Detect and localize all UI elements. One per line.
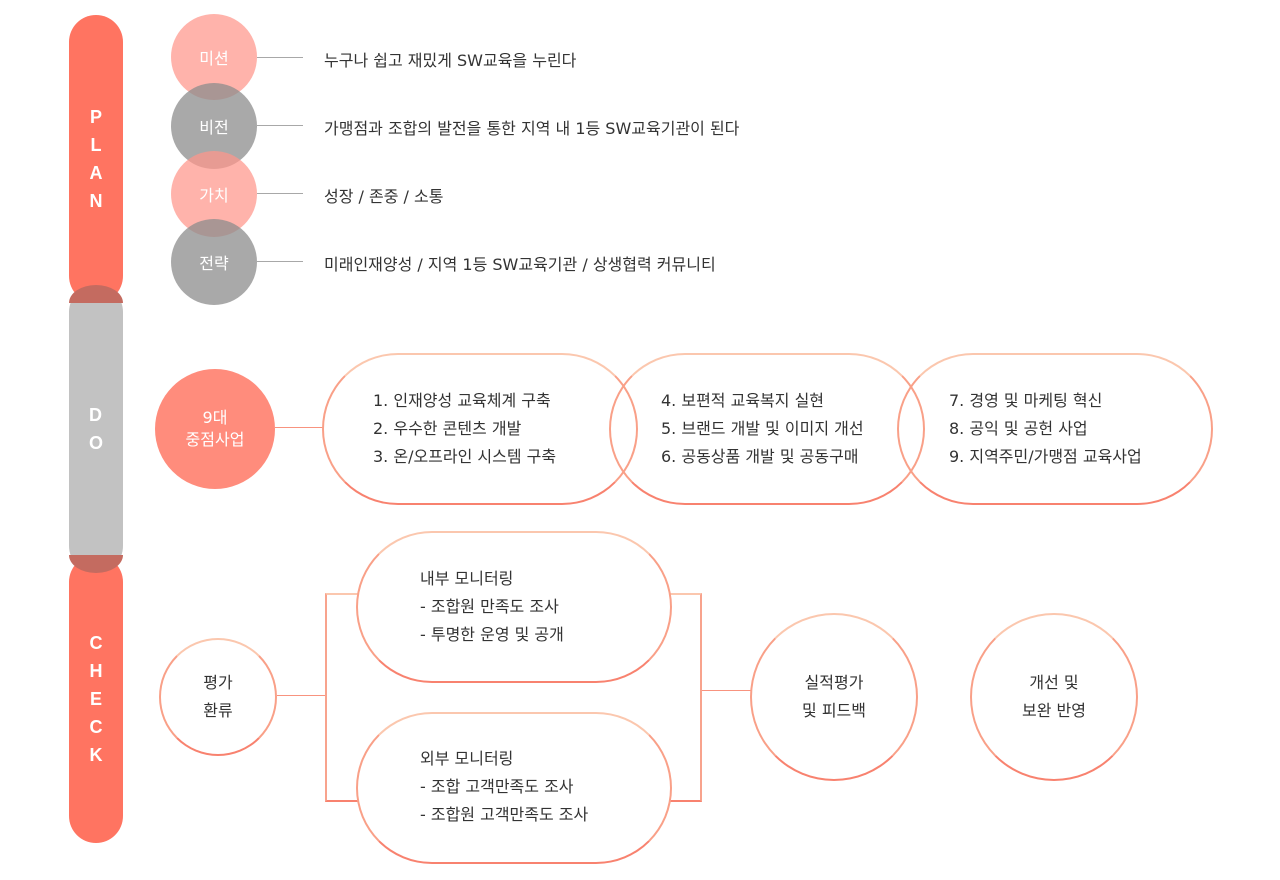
phase-overlap: [69, 285, 123, 303]
do-group-2: 4. 보편적 교육복지 실현 5. 브랜드 개발 및 이미지 개선 6. 공동상…: [661, 387, 864, 471]
monitoring-item: - 조합 고객만족도 조사: [420, 777, 574, 796]
phase-letter: L: [90, 135, 102, 155]
evaluation-line2: 및 피드백: [802, 701, 866, 720]
do-item: 9. 지역주민/가맹점 교육사업: [949, 447, 1142, 466]
phase-letter: H: [89, 661, 103, 681]
internal-monitoring-pill: [356, 531, 672, 683]
do-group-pill: [897, 353, 1213, 505]
plan-label: 전략: [199, 254, 229, 273]
do-hub-circle: 9대 중점사업: [155, 369, 275, 489]
check-start-line2: 환류: [203, 701, 233, 720]
phase-letter: A: [89, 163, 103, 183]
plan-vision-text: 가맹점과 조합의 발전을 통한 지역 내 1등 SW교육기관이 된다: [324, 119, 740, 138]
do-hub-line2: 중점사업: [185, 430, 245, 449]
connector-line: [257, 57, 303, 58]
plan-label: 미션: [199, 49, 229, 68]
check-start-circle: 평가 환류: [159, 638, 277, 756]
phase-bar-plan: P L A N: [69, 15, 123, 303]
do-item: 5. 브랜드 개발 및 이미지 개선: [661, 419, 864, 438]
do-item: 7. 경영 및 마케팅 혁신: [949, 391, 1103, 410]
phase-bar-do: D O: [69, 285, 123, 573]
plan-mission-text: 누구나 쉽고 재밌게 SW교육을 누린다: [324, 51, 577, 70]
internal-monitoring: 내부 모니터링 - 조합원 만족도 조사 - 투명한 운영 및 공개: [420, 565, 564, 649]
do-item: 6. 공동상품 개발 및 공동구매: [661, 447, 859, 466]
evaluation-circle: 실적평가 및 피드백: [750, 613, 918, 781]
monitoring-title: 외부 모니터링: [420, 749, 514, 768]
do-item: 2. 우수한 콘텐츠 개발: [373, 419, 522, 438]
connector-line: [275, 427, 323, 428]
monitoring-item: - 투명한 운영 및 공개: [420, 625, 564, 644]
connector-line: [277, 695, 326, 696]
phase-letter: N: [89, 191, 103, 211]
improvement-line2: 보완 반영: [1022, 701, 1086, 720]
phase-overlap: [69, 555, 123, 573]
monitoring-item: - 조합원 고객만족도 조사: [420, 805, 589, 824]
connector-line: [257, 193, 303, 194]
phase-letter: C: [89, 633, 103, 653]
monitoring-title: 내부 모니터링: [420, 569, 514, 588]
bracket-right: [666, 593, 702, 802]
phase-bar-check: C H E C K: [69, 555, 123, 843]
plan-value-text: 성장 / 존중 / 소통: [324, 187, 444, 206]
phase-letter: O: [88, 433, 103, 453]
plan-label: 비전: [199, 118, 229, 137]
phase-letter: E: [89, 689, 102, 709]
do-item: 4. 보편적 교육복지 실현: [661, 391, 825, 410]
do-item: 8. 공익 및 공헌 사업: [949, 419, 1088, 438]
phase-letter: K: [89, 745, 103, 765]
connector-line: [702, 690, 752, 691]
do-group-3: 7. 경영 및 마케팅 혁신 8. 공익 및 공헌 사업 9. 지역주민/가맹점…: [949, 387, 1142, 471]
improvement-line1: 개선 및: [1029, 673, 1079, 692]
external-monitoring: 외부 모니터링 - 조합 고객만족도 조사 - 조합원 고객만족도 조사: [420, 745, 588, 829]
plan-label: 가치: [199, 186, 229, 205]
bracket-left: [325, 593, 361, 802]
check-start-line1: 평가: [203, 673, 233, 692]
evaluation-line1: 실적평가: [804, 673, 864, 692]
monitoring-item: - 조합원 만족도 조사: [420, 597, 559, 616]
do-item: 3. 온/오프라인 시스템 구축: [373, 447, 557, 466]
do-item: 1. 인재양성 교육체계 구축: [373, 391, 551, 410]
phase-letter: C: [89, 717, 103, 737]
phase-letter: D: [88, 405, 102, 425]
do-hub-line1: 9대: [202, 408, 228, 427]
connector-line: [257, 125, 303, 126]
external-monitoring-pill: [356, 712, 672, 864]
phase-letter: P: [89, 107, 102, 127]
connector-line: [257, 261, 303, 262]
improvement-circle: 개선 및 보완 반영: [970, 613, 1138, 781]
plan-strategy-text: 미래인재양성 / 지역 1등 SW교육기관 / 상생협력 커뮤니티: [324, 255, 716, 274]
plan-strategy-circle: 전략: [171, 219, 257, 305]
do-group-1: 1. 인재양성 교육체계 구축 2. 우수한 콘텐츠 개발 3. 온/오프라인 …: [373, 387, 556, 471]
